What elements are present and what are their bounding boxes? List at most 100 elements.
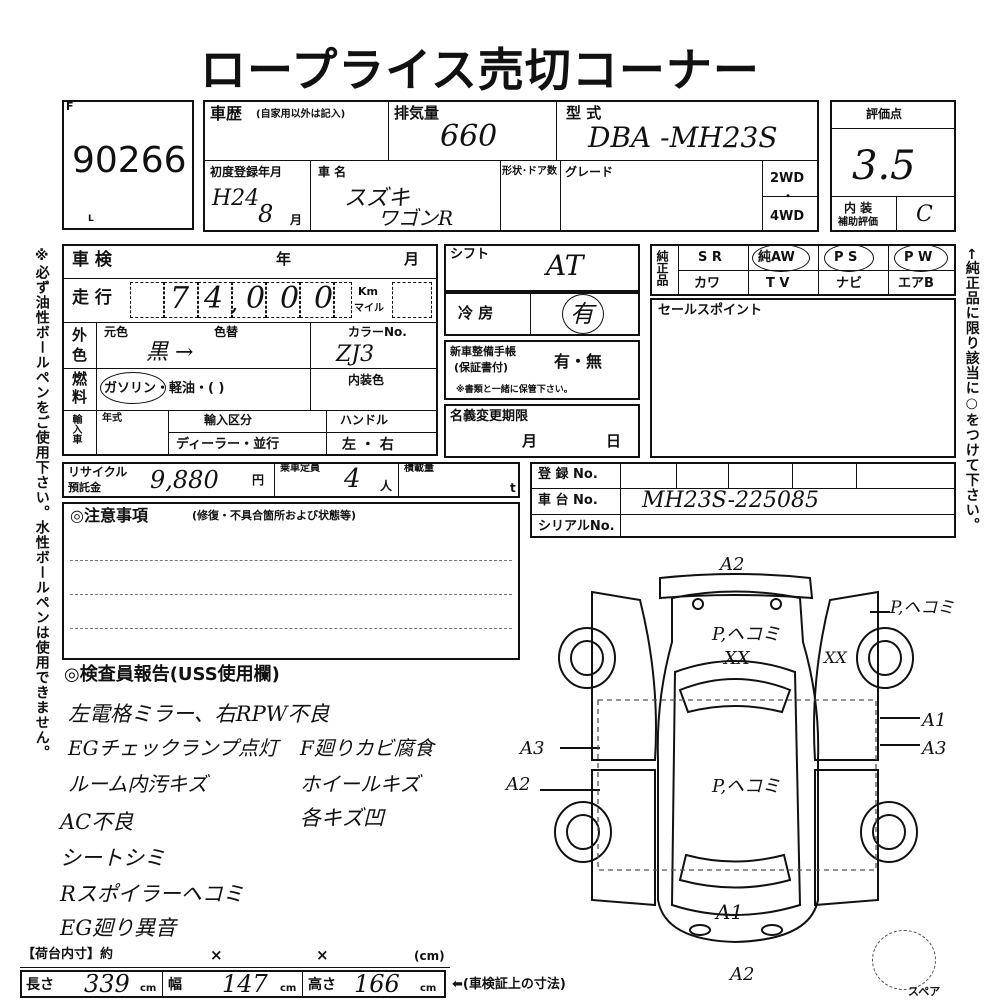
- capacity-label: 乗車定員: [280, 463, 320, 474]
- shift-value: AT: [546, 249, 584, 282]
- genuine-item-leather: カワ: [694, 276, 721, 291]
- cargo-row: [20, 944, 450, 968]
- handle-options: 左 ・ 右: [342, 437, 394, 453]
- manual-label1: 新車整備手帳: [450, 345, 516, 358]
- diagram-mark-right-a3: A3: [922, 738, 947, 759]
- interior-color-label: 内装色: [348, 373, 385, 387]
- inspector-line-8: シートシミ: [60, 846, 165, 870]
- sales-point-box: [650, 298, 956, 458]
- history-label: 車歴: [210, 104, 243, 123]
- caution-label: ◎注意事項: [70, 506, 148, 525]
- registration-block: [530, 462, 956, 538]
- mileage-digit-1: 7: [170, 281, 190, 316]
- manual-box: [444, 340, 640, 400]
- exterior-change-label: 色替: [214, 325, 239, 339]
- name-change-day: 日: [606, 432, 622, 450]
- interior-grade-label2: 補助評価: [838, 217, 878, 228]
- exterior-label1: 外: [72, 326, 88, 344]
- size-width: 147: [222, 970, 268, 998]
- interior-grade-value: C: [916, 202, 933, 227]
- genuine-item-navi: ナビ: [836, 276, 863, 291]
- capacity-value: 4: [344, 464, 361, 494]
- spare-label: スペア: [908, 985, 941, 998]
- caution-box: [62, 502, 520, 660]
- exterior-orig-value: 黒 →: [146, 340, 194, 365]
- exterior-label2: 色: [72, 346, 88, 364]
- history-note: (自家用以外は記入): [256, 109, 346, 120]
- recycle-unit: 円: [252, 473, 265, 487]
- import-label: 輸入車: [70, 414, 81, 444]
- inspector-line-9: Rスポイラーヘコミ: [60, 882, 244, 906]
- mileage-comma: ,: [230, 288, 239, 318]
- cargo-x1: ×: [210, 946, 223, 964]
- ac-label: 冷 房: [458, 304, 494, 322]
- first-reg-label: 初度登録年月: [210, 165, 283, 179]
- shaken-year: 年: [276, 250, 292, 268]
- recycle-label2: 預託金: [68, 481, 101, 494]
- diagram-mark-left-a2: A2: [506, 774, 531, 795]
- load-unit: t: [510, 481, 516, 495]
- name-change-month: 月: [522, 432, 538, 450]
- score-box: [830, 100, 956, 232]
- inspector-line-2: EGチェックランプ点灯: [68, 736, 278, 760]
- size-length-unit: cm: [140, 983, 157, 994]
- shape-door-label: 形状･ドア数: [502, 166, 557, 177]
- first-reg-month-unit: 月: [290, 213, 303, 227]
- drive-dot: ・: [782, 189, 795, 203]
- color-no-value: ZJ3: [336, 342, 375, 367]
- size-height: 166: [354, 970, 400, 998]
- diagram-mark-rear-bumper: A2: [720, 554, 745, 575]
- displacement-label: 排気量: [394, 104, 440, 122]
- cargo-unit: (cm): [414, 949, 445, 963]
- import-class-options: ディーラー・並行: [176, 437, 280, 452]
- ac-box: [444, 292, 640, 336]
- chassis-value: MH23S-225085: [642, 488, 819, 513]
- lot-corner-mark: F: [66, 100, 74, 113]
- inspector-line-5: ホイールキズ: [300, 772, 420, 796]
- size-length-label: 長さ: [26, 977, 54, 993]
- manual-options: 有・無: [554, 352, 603, 371]
- shift-box: [444, 244, 640, 292]
- genuine-ps-circle: [824, 244, 874, 272]
- serial-label: シリアルNo.: [538, 519, 615, 534]
- cargo-x2: ×: [316, 946, 329, 964]
- fuel-label2: 料: [72, 388, 88, 406]
- inspector-line-1: 左電格ミラー、右RPW不良: [68, 702, 330, 726]
- diagram-mark-rear-scratch: XX: [724, 648, 750, 669]
- right-genuine-note: ←純正品に限り該当に○をつけて下さい。: [963, 248, 980, 533]
- genuine-label: 純正品: [655, 250, 669, 286]
- chassis-label: 車 台 No.: [538, 493, 598, 508]
- model-code-value: DBA -MH23S: [588, 121, 778, 154]
- diagram-mark-roof-dent: P,ヘコミ: [712, 776, 781, 797]
- genuine-pw-circle: [894, 244, 948, 272]
- spare-tire-circle: [872, 930, 936, 990]
- inspector-label: ◎検査員報告(USS使用欄): [64, 664, 280, 685]
- details-block: [62, 244, 438, 456]
- genuine-aw-circle: [752, 244, 810, 272]
- exterior-orig-label: 元色: [104, 325, 129, 339]
- first-reg-year: H24: [212, 186, 260, 211]
- diagram-mark-right-rear-dent: P,ヘコミ: [890, 598, 955, 618]
- shaken-label: 車 検: [72, 250, 112, 270]
- fuel-gasoline-circle: [100, 372, 166, 404]
- genuine-item-sr: S R: [698, 250, 722, 265]
- color-no-label: カラーNo.: [348, 325, 407, 339]
- car-maker: スズキ: [344, 186, 411, 211]
- score-label: 評価点: [866, 107, 903, 121]
- recycle-row: [62, 462, 520, 498]
- mileage-digit-2: 4: [204, 281, 224, 316]
- recycle-label1: リサイクル: [68, 465, 128, 479]
- diagram-mark-rear-dent: P,ヘコミ: [712, 624, 781, 645]
- lot-number: 90266: [72, 140, 187, 181]
- page-title: ロープライス売切コーナー: [200, 43, 760, 97]
- size-height-unit: cm: [420, 983, 437, 994]
- inspector-line-6: AC不良: [60, 810, 134, 834]
- inspector-line-3: F廻りカビ腐食: [300, 736, 434, 760]
- score-value: 3.5: [852, 143, 916, 189]
- load-label: 積載量: [404, 463, 434, 474]
- diagram-mark-front-a2: A2: [730, 964, 755, 985]
- displacement-value: 660: [440, 119, 498, 154]
- shift-label: シフト: [450, 247, 490, 262]
- diagram-mark-left-a3: A3: [520, 738, 545, 759]
